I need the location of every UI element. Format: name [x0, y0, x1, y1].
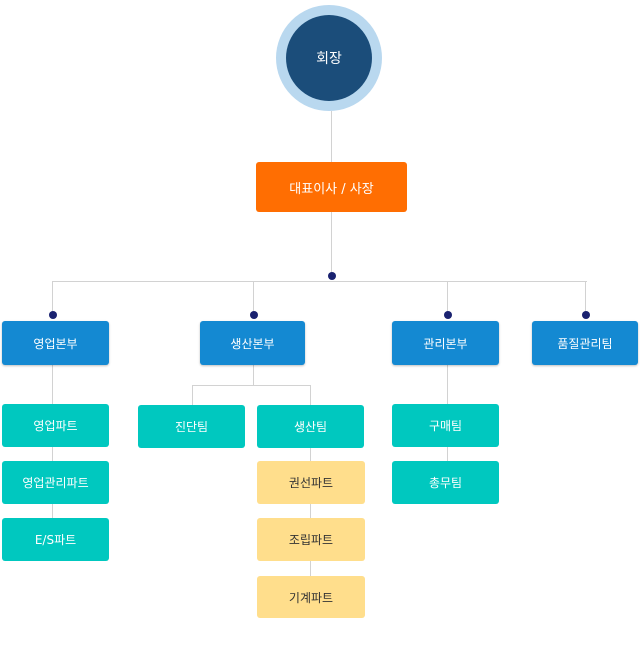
- sales-dot: [49, 311, 57, 319]
- part-assembly: 조립파트: [257, 518, 365, 561]
- team-sales-admin-part: 영업관리파트: [2, 461, 109, 504]
- connector-production-parts: [310, 447, 311, 577]
- connector-to-production: [253, 281, 254, 314]
- team-purchasing: 구매팀: [392, 404, 499, 447]
- team-sales-part: 영업파트: [2, 404, 109, 447]
- team-diagnosis: 진단팀: [138, 405, 245, 448]
- quality-dot: [582, 311, 590, 319]
- connector-to-sales: [52, 281, 53, 314]
- connector-to-production-team: [310, 385, 311, 405]
- management-dot: [444, 311, 452, 319]
- connector-chairman-ceo: [331, 111, 332, 162]
- production-bus-line: [192, 385, 311, 386]
- connector-production-split: [253, 365, 254, 385]
- chairman-label: 회장: [286, 15, 372, 101]
- hub-dot: [328, 272, 336, 280]
- division-management: 관리본부: [392, 321, 499, 365]
- connector-ceo-hub: [331, 212, 332, 275]
- team-production: 생산팀: [257, 405, 364, 448]
- part-winding: 권선파트: [257, 461, 365, 504]
- division-bus-line: [52, 281, 587, 282]
- connector-to-diagnosis: [192, 385, 193, 405]
- ceo-node: 대표이사 / 사장: [256, 162, 407, 212]
- division-sales: 영업본부: [2, 321, 109, 365]
- connector-to-management: [447, 281, 448, 314]
- part-machining: 기계파트: [257, 576, 365, 618]
- division-quality: 품질관리팀: [532, 321, 638, 365]
- team-general-affairs: 총무팀: [392, 461, 499, 504]
- team-es-part: E/S파트: [2, 518, 109, 561]
- production-dot: [250, 311, 258, 319]
- division-production: 생산본부: [200, 321, 305, 365]
- connector-to-quality: [585, 281, 586, 314]
- chairman-node: 회장: [276, 5, 382, 111]
